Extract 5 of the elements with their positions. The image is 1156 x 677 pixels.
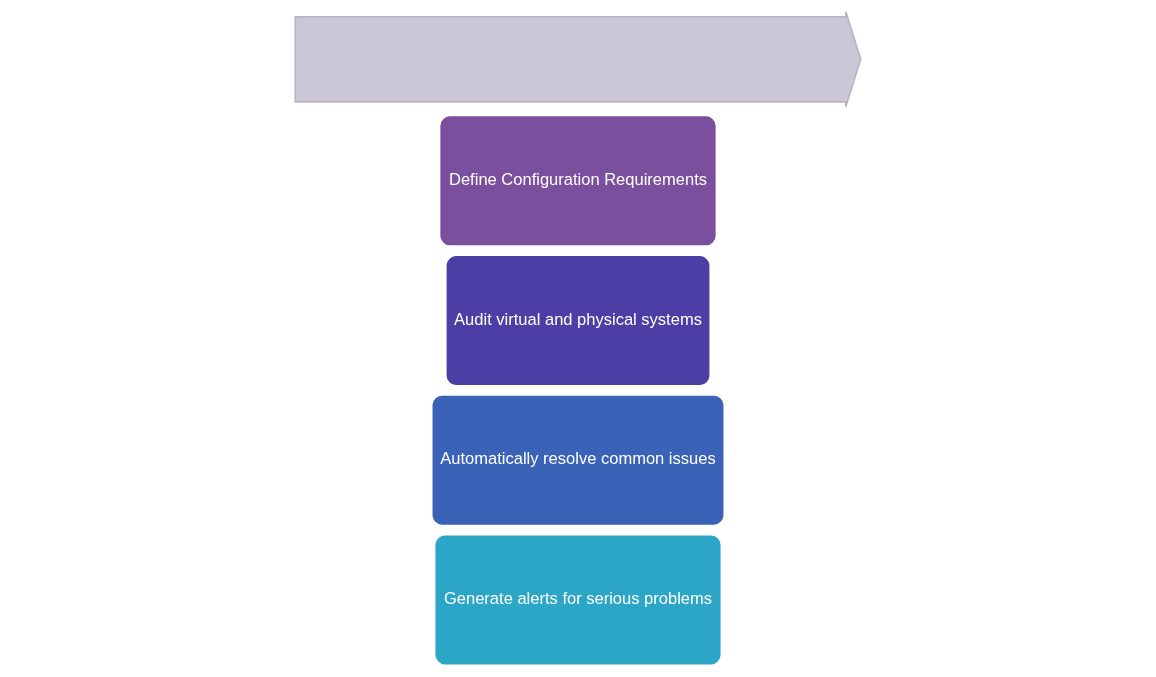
node-box: Generate alerts for serious problems <box>433 533 723 667</box>
node-box: Define Configuration Requirements <box>438 114 718 247</box>
node-arrow <box>294 10 862 108</box>
node-box: Audit virtual and physical systems <box>444 254 712 387</box>
node-box: Automatically resolve common issues <box>430 394 726 527</box>
